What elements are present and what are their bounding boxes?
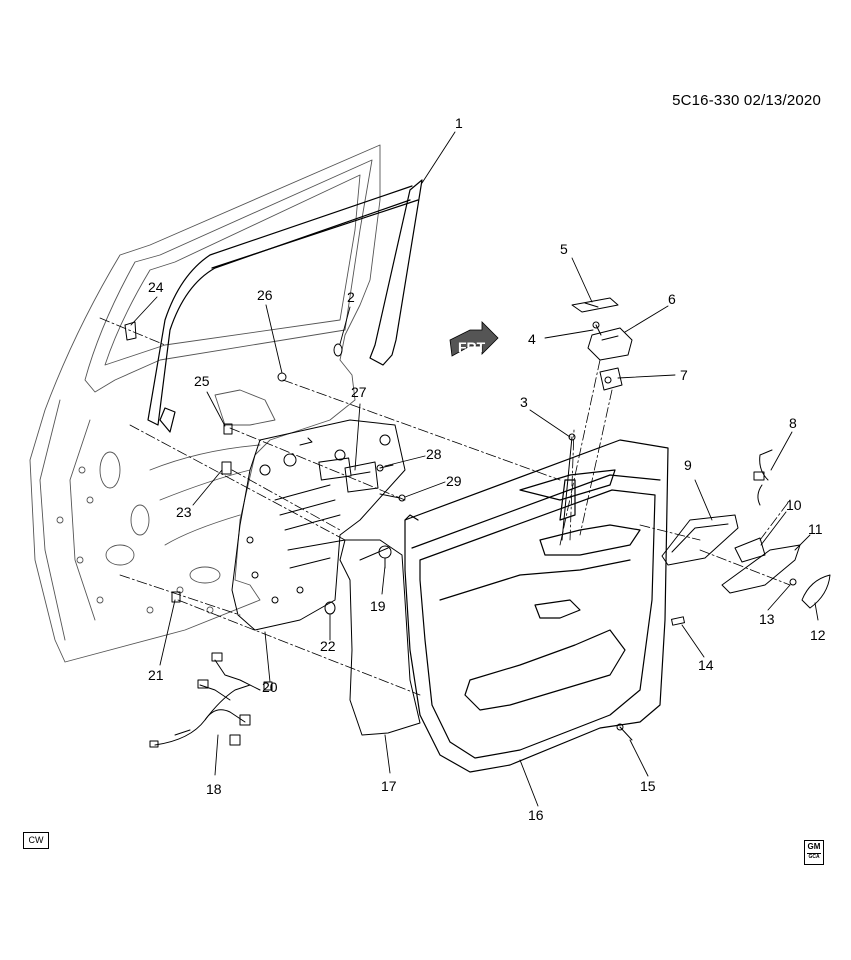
liner-panel-part-20 xyxy=(231,419,406,631)
gm-logo-text: GM xyxy=(807,842,821,851)
callout-13: 13 xyxy=(759,611,775,627)
switch-part-6 xyxy=(587,327,633,361)
handle-part-10 xyxy=(734,537,766,563)
callout-14: 14 xyxy=(698,657,714,673)
screw-part-13 xyxy=(789,578,797,586)
diagram-date: 02/13/2020 xyxy=(743,92,821,109)
callout-18: 18 xyxy=(206,781,222,797)
callout-5: 5 xyxy=(560,241,568,257)
frt-arrow-icon: FRT xyxy=(449,321,499,357)
switch-part-7 xyxy=(599,367,623,391)
clip-part-26 xyxy=(277,372,287,382)
callout-27: 27 xyxy=(351,384,367,400)
clip-part-14 xyxy=(671,616,685,626)
callout-1: 1 xyxy=(455,115,463,131)
callout-28: 28 xyxy=(426,446,442,462)
bracket-part-27 xyxy=(344,461,379,493)
screw-part-29 xyxy=(379,493,406,502)
retainer-part-23 xyxy=(221,461,232,475)
callout-12: 12 xyxy=(810,627,826,643)
screw-part-3 xyxy=(561,433,576,541)
callout-29: 29 xyxy=(446,473,462,489)
diagram-code: 5C16-330 xyxy=(672,92,740,109)
retainer-part-21 xyxy=(171,591,181,603)
cw-badge: CW xyxy=(23,832,49,849)
callout-labels: 1 2 3 4 5 6 7 8 9 10 11 12 13 14 15 16 1… xyxy=(148,115,826,823)
seal-clip-part-24 xyxy=(124,321,137,341)
cap-part-12 xyxy=(801,574,831,609)
switch-bezel-part-5 xyxy=(571,297,619,313)
gm-logo-badge: GM GCA xyxy=(804,840,824,865)
window-channel-part-1 xyxy=(147,179,423,433)
screw-part-28 xyxy=(376,464,394,472)
callout-9: 9 xyxy=(684,457,692,473)
gm-logo-subtext: GCA xyxy=(807,853,821,860)
callout-20: 20 xyxy=(262,679,278,695)
nut-part-22 xyxy=(324,601,336,615)
screw-part-15 xyxy=(616,723,633,741)
leader-lines xyxy=(130,131,819,807)
diagram-id: 5C16-330 02/13/2020 xyxy=(672,92,821,109)
callout-23: 23 xyxy=(176,504,192,520)
callout-2: 2 xyxy=(347,289,355,305)
callout-8: 8 xyxy=(789,415,797,431)
callout-25: 25 xyxy=(194,373,210,389)
wiring-harness-part-18 xyxy=(149,652,273,748)
door-inner-panel xyxy=(29,144,381,663)
callout-10: 10 xyxy=(786,497,802,513)
cable-part-8 xyxy=(753,449,773,506)
handle-bezel-part-9 xyxy=(661,514,739,566)
callout-22: 22 xyxy=(320,638,336,654)
trim-panel-part-16 xyxy=(404,439,669,773)
frt-label: FRT xyxy=(458,339,486,355)
callout-11: 11 xyxy=(808,521,823,537)
callout-3: 3 xyxy=(520,394,528,410)
callout-24: 24 xyxy=(148,279,164,295)
insulator-part-17 xyxy=(339,539,421,736)
callout-15: 15 xyxy=(640,778,656,794)
alignment-lines xyxy=(99,317,791,696)
callout-17: 17 xyxy=(381,778,397,794)
callout-19: 19 xyxy=(370,598,386,614)
callout-6: 6 xyxy=(668,291,676,307)
callout-4: 4 xyxy=(528,331,536,347)
callout-21: 21 xyxy=(148,667,164,683)
callout-7: 7 xyxy=(680,367,688,383)
handle-part-11 xyxy=(721,544,801,594)
bumper-part-2 xyxy=(333,343,343,357)
callout-26: 26 xyxy=(257,287,273,303)
callout-16: 16 xyxy=(528,807,544,823)
